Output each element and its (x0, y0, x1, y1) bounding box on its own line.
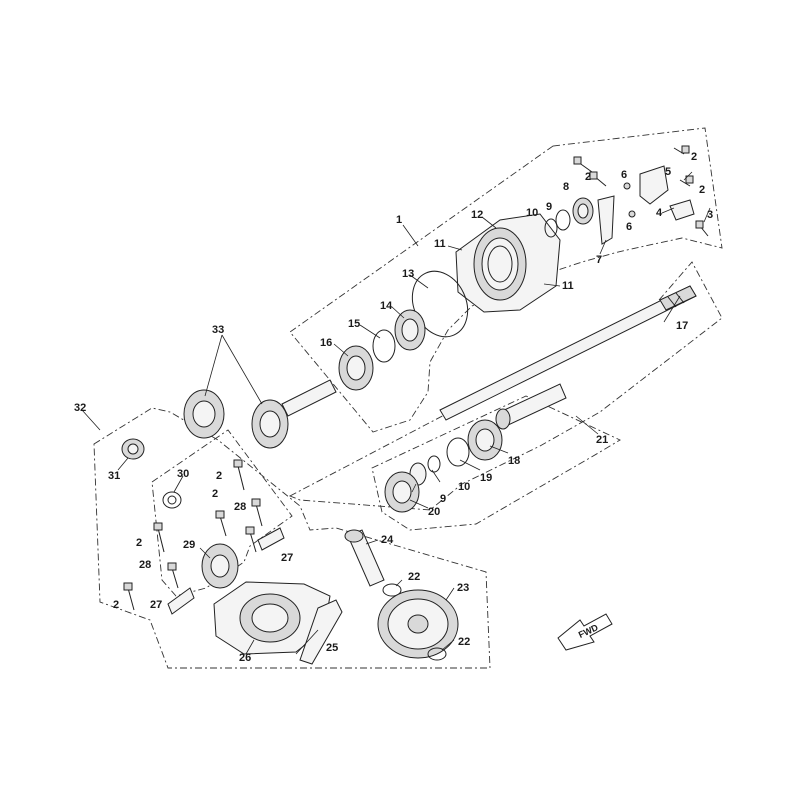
callout-23: 23 (457, 582, 469, 594)
bearing-stack-upper (338, 309, 426, 391)
callout-4: 4 (656, 207, 663, 219)
callout-2-b: 2 (691, 151, 697, 163)
callout-10-bottom: 10 (458, 481, 470, 493)
thrust-washer-upper (382, 583, 402, 597)
nut (121, 438, 145, 460)
callout-2-e: 2 (212, 488, 218, 500)
callout-9-bottom: 9 (440, 493, 446, 505)
splined-shaft (495, 383, 567, 430)
callout-28-top: 28 (234, 501, 246, 513)
callout-3: 3 (707, 209, 713, 221)
callout-19: 19 (480, 472, 492, 484)
group-boundary-32 (93, 407, 491, 669)
callout-16: 16 (320, 337, 332, 349)
callout-28-bottom: 28 (139, 559, 151, 571)
callout-13: 13 (402, 268, 414, 280)
callout-1: 1 (396, 214, 402, 226)
callout-30: 30 (177, 468, 189, 480)
rear-housing (213, 581, 331, 655)
callout-14: 14 (380, 300, 393, 312)
mount-bracket (299, 599, 343, 665)
callout-21: 21 (596, 434, 608, 446)
bearing-stack-lower (384, 419, 503, 513)
thrust-washer-lower (427, 647, 447, 661)
group-boundary-1 (289, 127, 723, 433)
driven-gear (377, 589, 459, 659)
callout-22-top: 22 (408, 571, 420, 583)
washer-and-bearing (162, 491, 239, 589)
callout-6-top: 6 (621, 169, 627, 181)
callout-6-bottom: 6 (626, 221, 632, 233)
callout-5: 5 (665, 166, 671, 178)
callout-20: 20 (428, 506, 440, 518)
bolt-group-lower (123, 459, 285, 615)
callout-15: 15 (348, 318, 360, 330)
callout-labels: 1 12 11 11 10 9 8 2 2 2 6 6 5 4 3 7 13 1… (74, 151, 713, 664)
callout-27-left: 27 (150, 599, 162, 611)
callout-26: 26 (239, 652, 251, 664)
callout-2-g: 2 (113, 599, 119, 611)
callout-32: 32 (74, 402, 86, 414)
bolt-group-top (573, 145, 709, 237)
callout-24: 24 (381, 534, 394, 546)
intermediate-shaft (344, 529, 385, 587)
callout-10-top: 10 (526, 207, 538, 219)
callout-18: 18 (508, 455, 520, 467)
callout-17: 17 (676, 320, 688, 332)
forward-arrow-icon: FWD (557, 613, 613, 651)
leader-lines (81, 171, 711, 655)
callout-31: 31 (108, 470, 120, 482)
callout-9-top: 9 (546, 201, 552, 213)
callout-11-left: 11 (434, 238, 446, 250)
output-shaft (439, 285, 697, 421)
callout-2-a: 2 (585, 171, 591, 183)
callout-29: 29 (183, 539, 195, 551)
callout-11-right: 11 (562, 280, 574, 292)
callout-22-bottom: 22 (458, 636, 470, 648)
callout-8: 8 (563, 181, 569, 193)
bevel-ring-gear (183, 389, 225, 439)
bevel-pinion-shaft (251, 379, 337, 449)
callout-2-d: 2 (216, 470, 222, 482)
callout-33: 33 (212, 324, 224, 336)
callout-27-right: 27 (281, 552, 293, 564)
callout-25: 25 (326, 642, 338, 654)
callout-2-f: 2 (136, 537, 142, 549)
callout-12: 12 (471, 209, 483, 221)
main-housing (455, 213, 561, 313)
callout-7: 7 (596, 254, 602, 266)
callout-2-c: 2 (699, 184, 705, 196)
seal-and-bracket-assembly (544, 165, 695, 245)
